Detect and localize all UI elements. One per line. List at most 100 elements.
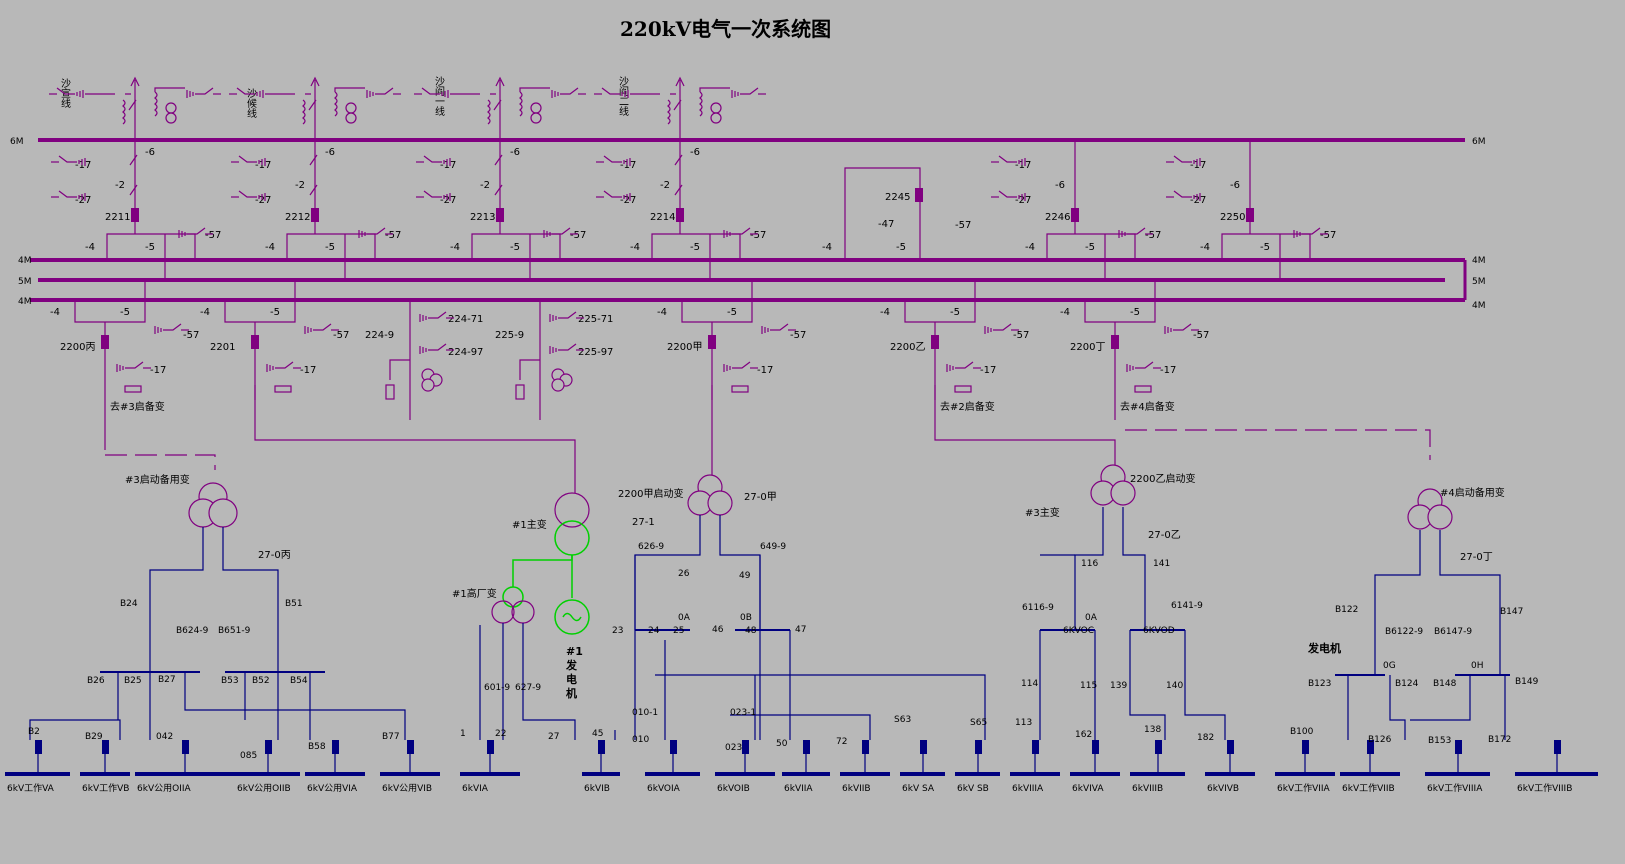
earth-switch[interactable] <box>51 155 86 166</box>
feeder-breaker[interactable] <box>1455 740 1462 754</box>
disconnector[interactable] <box>493 99 502 111</box>
disconnector-6[interactable] <box>674 154 683 166</box>
feeder-breaker[interactable] <box>670 740 677 754</box>
feeder-breaker[interactable] <box>803 740 810 754</box>
feeder-breaker[interactable] <box>742 740 749 754</box>
breaker-2200丙[interactable] <box>101 335 109 349</box>
feeder-breaker[interactable] <box>1155 740 1162 754</box>
earth-switch[interactable] <box>543 227 578 238</box>
feeder-breaker[interactable] <box>1092 740 1099 754</box>
earth-switch[interactable] <box>304 323 339 334</box>
feeder-breaker[interactable] <box>35 740 42 754</box>
transformer-t4[interactable] <box>1407 488 1453 530</box>
earth-switch[interactable] <box>51 190 86 201</box>
earth-switch[interactable] <box>231 190 266 201</box>
switch-label: -57 <box>790 330 806 341</box>
bottom-bays: -4-5-572200丙-17去#3启备变-4-5-572201-17-4-5-… <box>50 280 1209 450</box>
feeder-breaker[interactable] <box>182 740 189 754</box>
disconnector[interactable] <box>308 99 317 111</box>
earth-switch[interactable] <box>1126 361 1161 372</box>
breaker-2246[interactable] <box>1071 208 1079 222</box>
earth-switch[interactable] <box>1293 227 1328 238</box>
earth-switch[interactable] <box>49 87 84 98</box>
disconnector-2[interactable] <box>674 184 683 196</box>
earth-blade <box>770 323 789 331</box>
breaker-2200甲[interactable] <box>708 335 716 349</box>
switch-label: -57 <box>1193 330 1209 341</box>
feeder-breaker[interactable] <box>407 740 414 754</box>
earth-switch[interactable] <box>186 87 221 98</box>
feeder-breaker[interactable] <box>332 740 339 754</box>
disconnector-2[interactable] <box>129 184 138 196</box>
feeder-breaker[interactable] <box>975 740 982 754</box>
disconnector-6[interactable] <box>309 154 318 166</box>
disconnector-6[interactable] <box>129 154 138 166</box>
breaker-2211[interactable] <box>131 208 139 222</box>
feeder-breaker[interactable] <box>265 740 272 754</box>
earth-switch[interactable] <box>594 87 629 98</box>
earth-switch[interactable] <box>984 323 1019 334</box>
earth-switch[interactable] <box>723 227 758 238</box>
earth-switch[interactable] <box>366 87 401 98</box>
earth-switch[interactable] <box>723 361 758 372</box>
feeder-breaker[interactable] <box>920 740 927 754</box>
earth-switch[interactable] <box>414 87 449 98</box>
earth-switch[interactable] <box>154 323 189 334</box>
transformer-hf1[interactable] <box>491 586 535 624</box>
disconnector-2[interactable] <box>309 184 318 196</box>
earth-switch[interactable] <box>549 343 584 354</box>
transformer-2200b[interactable] <box>1090 464 1136 506</box>
earth-switch[interactable] <box>549 311 584 322</box>
transformer-2200a[interactable] <box>687 474 733 516</box>
earth-switch[interactable] <box>416 155 451 166</box>
top-bays: -17-6-2-272211-4-5-57-17-6-2-272212-4-5-… <box>49 76 1336 280</box>
breaker-2200乙[interactable] <box>931 335 939 349</box>
earth-switch[interactable] <box>1166 190 1201 201</box>
earth-switch[interactable] <box>596 155 631 166</box>
breaker-2200丁[interactable] <box>1111 335 1119 349</box>
feeder-breaker[interactable] <box>1227 740 1234 754</box>
transformer-t3[interactable] <box>188 482 238 528</box>
feeder-breaker[interactable] <box>1367 740 1374 754</box>
earth-switch[interactable] <box>116 361 151 372</box>
breaker-2214[interactable] <box>676 208 684 222</box>
earth-switch[interactable] <box>551 87 586 98</box>
transformer-main1[interactable] <box>554 492 590 556</box>
earth-switch[interactable] <box>1164 323 1199 334</box>
earth-switch[interactable] <box>761 323 796 334</box>
feeder-breaker[interactable] <box>1554 740 1561 754</box>
feeder-breaker[interactable] <box>598 740 605 754</box>
breaker-2212[interactable] <box>311 208 319 222</box>
earth-switch[interactable] <box>416 190 451 201</box>
breaker-2250[interactable] <box>1246 208 1254 222</box>
feeder-breaker[interactable] <box>102 740 109 754</box>
earth-switch[interactable] <box>731 87 766 98</box>
earth-switch[interactable] <box>1118 227 1153 238</box>
earth-switch[interactable] <box>596 190 631 201</box>
earth-switch[interactable] <box>229 87 264 98</box>
breaker-2213[interactable] <box>496 208 504 222</box>
earth-switch[interactable] <box>991 155 1026 166</box>
feeder-breaker[interactable] <box>487 740 494 754</box>
earth-switch[interactable] <box>1166 155 1201 166</box>
earth-switch[interactable] <box>419 343 454 354</box>
earth-switch[interactable] <box>419 311 454 322</box>
breaker-2245[interactable] <box>915 188 923 202</box>
earth-switch[interactable] <box>991 190 1026 201</box>
earth-switch[interactable] <box>266 361 301 372</box>
disconnector-2[interactable] <box>494 184 503 196</box>
feeder-breaker[interactable] <box>1032 740 1039 754</box>
feeder-breaker[interactable] <box>862 740 869 754</box>
bus6-label: 6kVIVA <box>1072 784 1104 794</box>
disconnector-6[interactable] <box>494 154 503 166</box>
earth-switch[interactable] <box>946 361 981 372</box>
earth-switch[interactable] <box>178 227 213 238</box>
earth-switch[interactable] <box>358 227 393 238</box>
feeder-breaker[interactable] <box>1302 740 1309 754</box>
earth-switch[interactable] <box>231 155 266 166</box>
earth-blade <box>603 155 622 163</box>
disconnector[interactable] <box>673 99 682 111</box>
disconnector[interactable] <box>128 99 137 111</box>
breaker-2201[interactable] <box>251 335 259 349</box>
generator-1[interactable] <box>554 555 590 635</box>
